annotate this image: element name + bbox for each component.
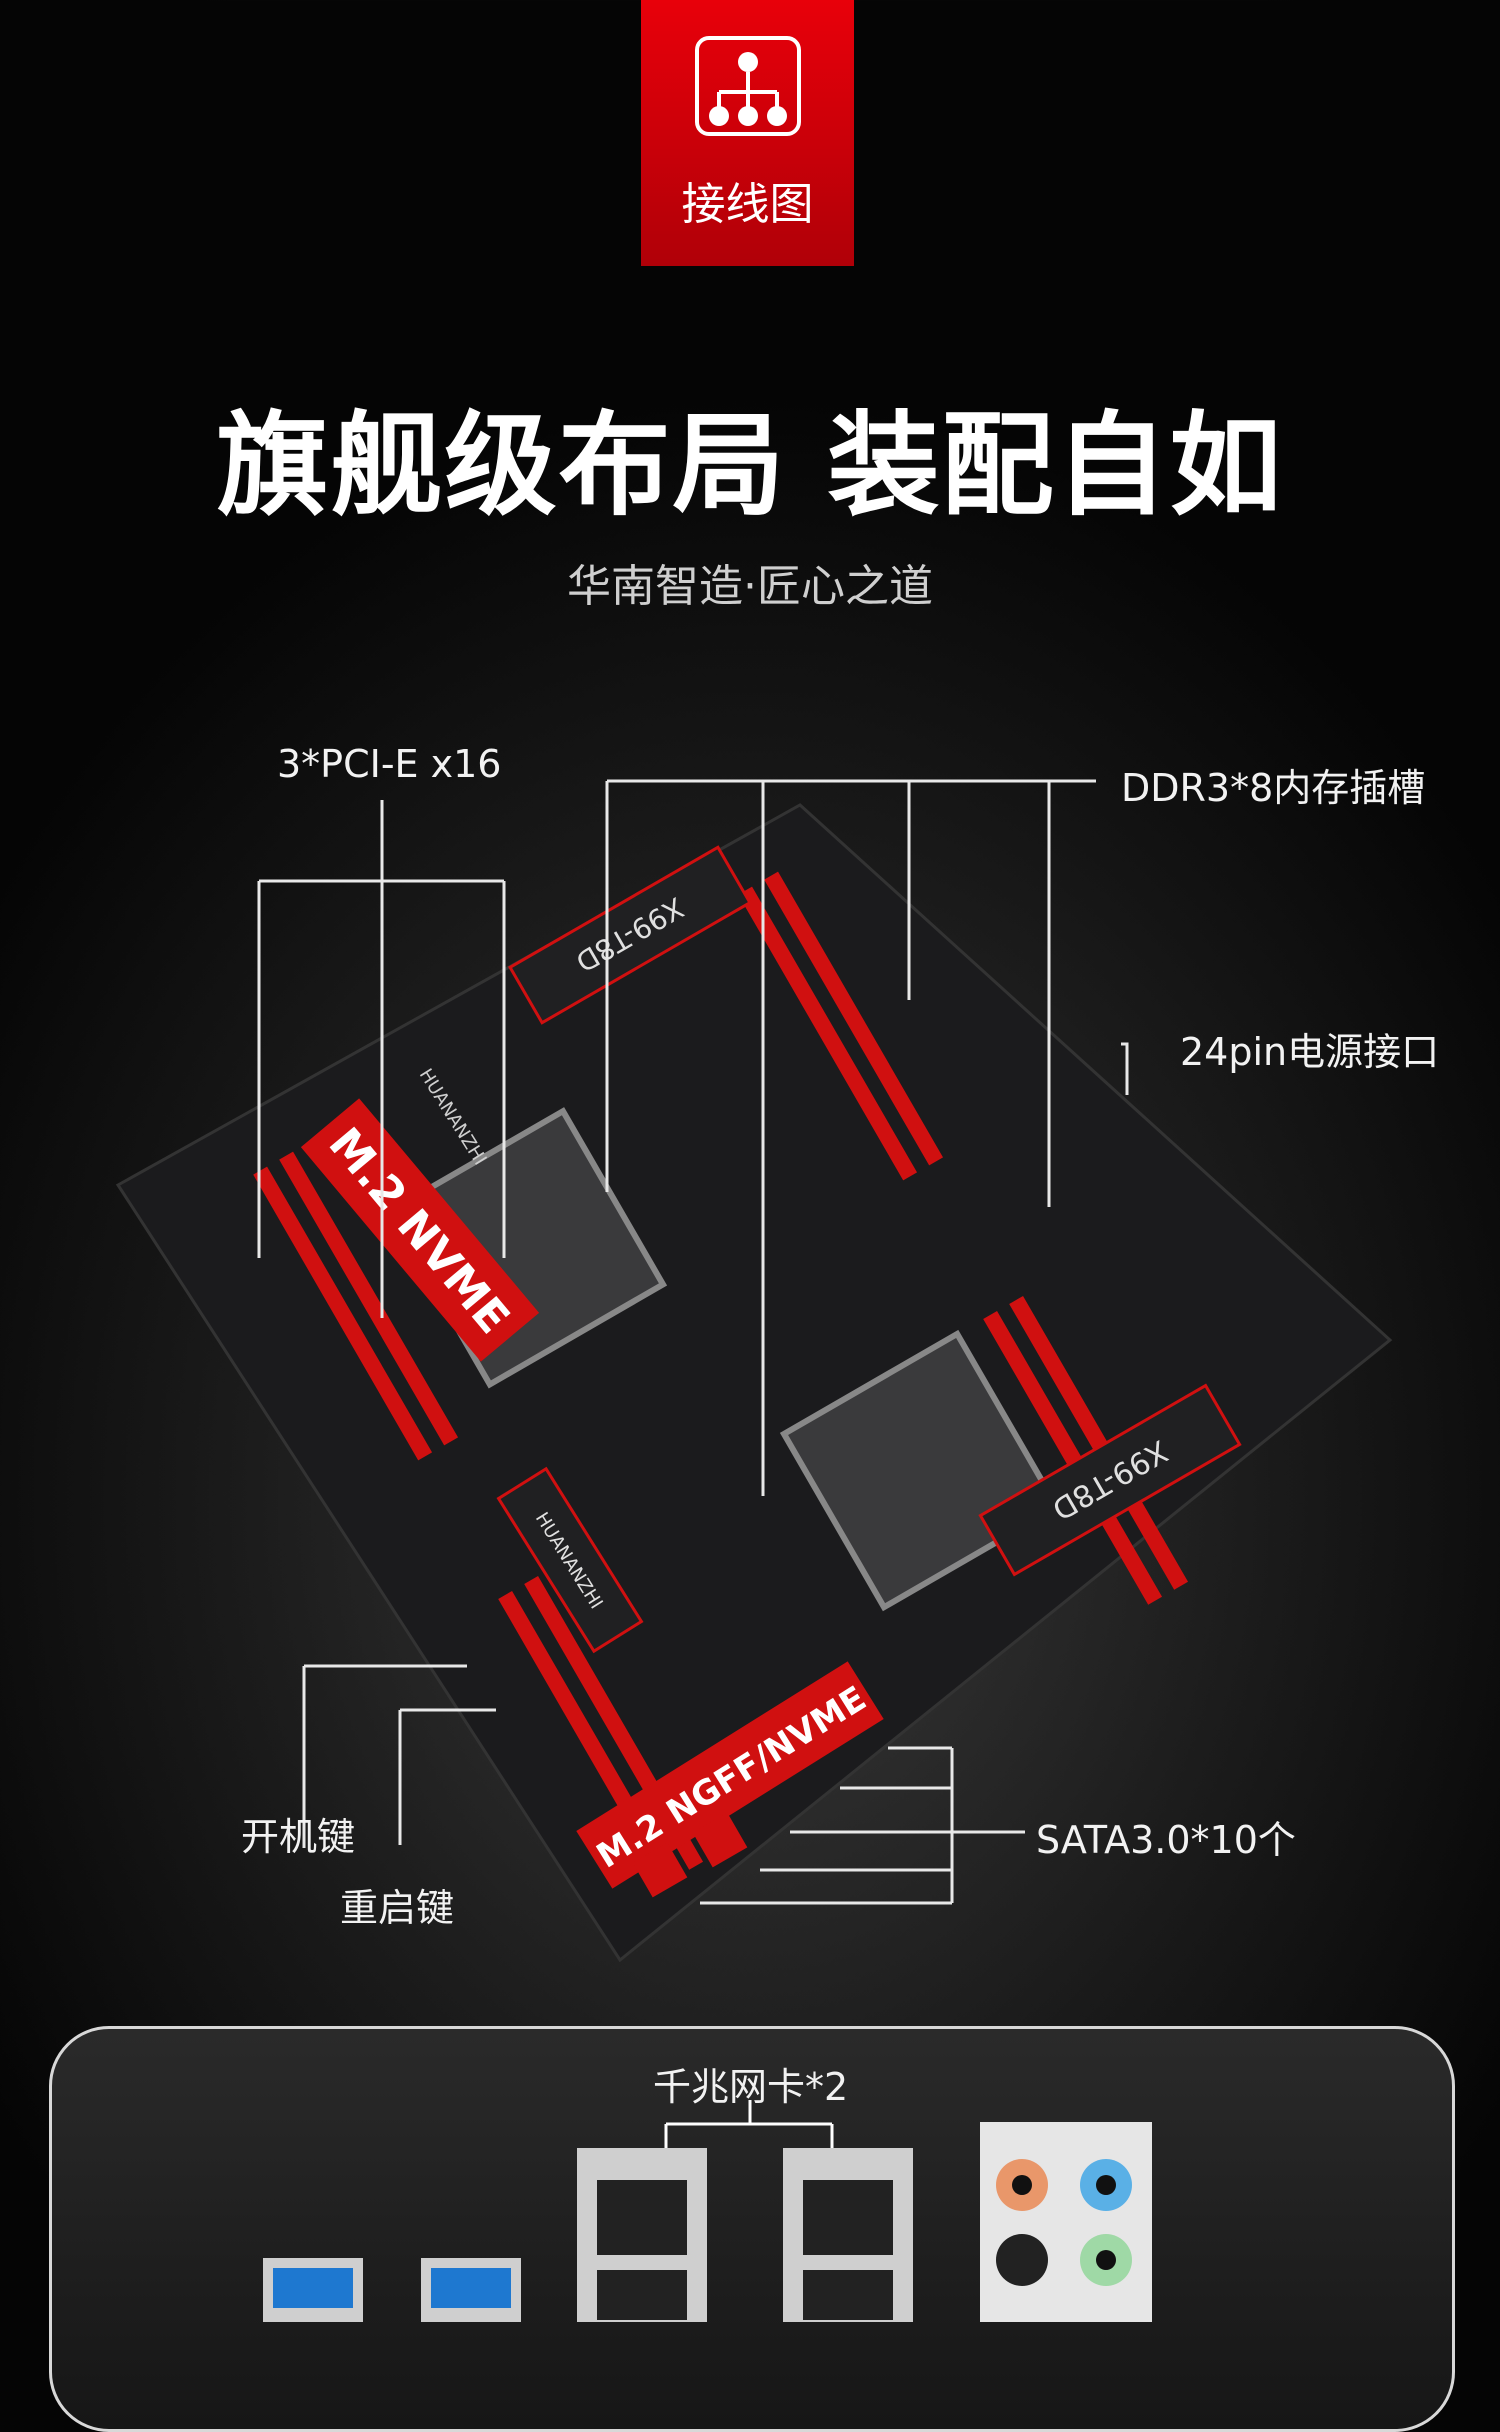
cpu-socket-2 — [779, 1329, 1062, 1612]
badge-label: 接线图 — [681, 179, 814, 230]
callout-sata: SATA3.0*10个 — [1036, 1818, 1296, 1862]
m2-ngff-bottom — [576, 1661, 884, 1889]
io-ports-illustration — [263, 2122, 1152, 2322]
callout-24pin: 24pin电源接口 — [1180, 1030, 1440, 1074]
page-subtitle: 华南智造·匠心之道 — [567, 561, 933, 612]
usb3-port-1 — [263, 2258, 363, 2322]
lan-port-2 — [783, 2148, 913, 2322]
motherboard-illustration: X99-T8D X99-T8D HUANANZHI HUANANZHI M.2 … — [115, 779, 1393, 1963]
m2-nvme-top — [300, 1098, 540, 1362]
callout-power-button: 开机键 — [241, 1815, 356, 1859]
leader-lines — [257, 779, 1129, 1905]
audio-panel — [980, 2122, 1152, 2322]
lan-port-1 — [577, 2148, 707, 2322]
callout-reset-button: 重启键 — [340, 1886, 455, 1930]
usb3-port-2 — [421, 2258, 521, 2322]
wiring-diagram-badge: 接线图 — [641, 0, 854, 266]
wiring-diagram-icon — [695, 36, 801, 136]
page-title: 旗舰级布局 装配自如 — [216, 401, 1284, 531]
callout-ddr3: DDR3*8内存插槽 — [1121, 766, 1426, 810]
callout-pcie: 3*PCI-E x16 — [277, 742, 502, 786]
